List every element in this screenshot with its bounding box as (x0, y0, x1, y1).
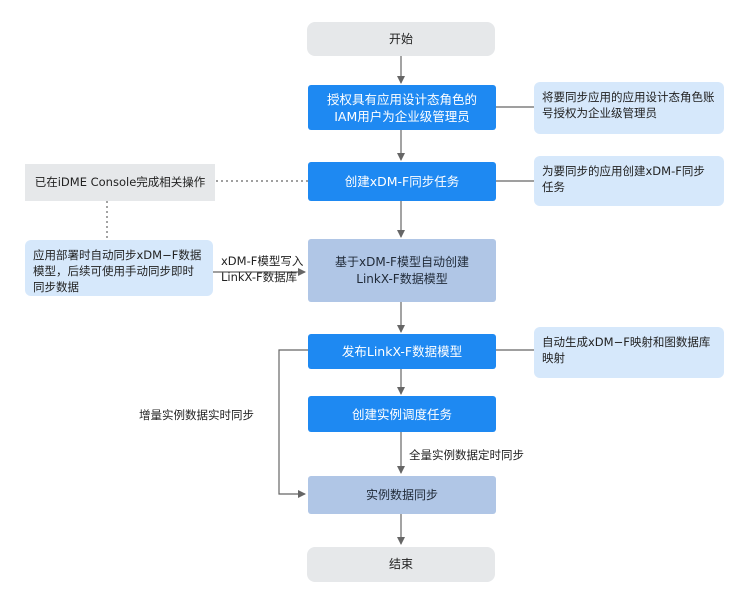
instance-sync-node: 实例数据同步 (308, 476, 496, 514)
end-label: 结束 (388, 557, 413, 571)
start-label: 开始 (388, 31, 413, 46)
create-sync-note-text: 为要同步的应用创建xDM-F同步任务 (542, 164, 705, 194)
write-db-label: xDM-F模型写入 LinkX-F数据库 (221, 237, 311, 285)
instance-sync-label: 实例数据同步 (365, 487, 438, 502)
publish-node: 发布LinkX-F数据模型 (308, 334, 496, 369)
auto-deploy-text: 应用部署时自动同步xDM−F数据模型，后续可使用手动同步即时同步数据 (33, 248, 202, 294)
auto-deploy-note: 应用部署时自动同步xDM−F数据模型，后续可使用手动同步即时同步数据 (25, 240, 213, 296)
authorize-label: 授权具有应用设计态角色的 IAM用户为企业级管理员 (326, 91, 477, 124)
authorize-node: 授权具有应用设计态角色的 IAM用户为企业级管理员 (308, 85, 496, 130)
schedule-label: 创建实例调度任务 (351, 406, 452, 422)
incremental-label: 增量实例数据实时同步 (139, 407, 279, 423)
authorize-note-text: 将要同步应用的应用设计态角色账号授权为企业级管理员 (542, 90, 715, 120)
create-sync-label: 创建xDM-F同步任务 (344, 174, 460, 189)
publish-label: 发布LinkX-F数据模型 (341, 344, 463, 359)
publish-note-text: 自动生成xDM−F映射和图数据库映射 (542, 335, 711, 365)
auto-model-label: 基于xDM-F模型自动创建 LinkX-F数据模型 (335, 254, 469, 286)
console-done-text: 已在iDME Console完成相关操作 (34, 175, 206, 189)
end-node: 结束 (307, 547, 495, 582)
console-done-note: 已在iDME Console完成相关操作 (25, 164, 215, 201)
start-node: 开始 (307, 22, 495, 56)
incremental-text: 增量实例数据实时同步 (139, 408, 254, 422)
publish-note: 自动生成xDM−F映射和图数据库映射 (534, 327, 724, 378)
full-sync-label: 全量实例数据定时同步 (409, 447, 569, 463)
edge-incremental-loop (278, 349, 308, 498)
create-sync-note: 为要同步的应用创建xDM-F同步任务 (534, 156, 724, 206)
auto-model-node: 基于xDM-F模型自动创建 LinkX-F数据模型 (308, 239, 496, 302)
schedule-node: 创建实例调度任务 (308, 396, 496, 432)
full-sync-text: 全量实例数据定时同步 (409, 448, 524, 462)
create-sync-node: 创建xDM-F同步任务 (308, 162, 496, 201)
write-db-text: xDM-F模型写入 LinkX-F数据库 (221, 254, 304, 284)
authorize-note: 将要同步应用的应用设计态角色账号授权为企业级管理员 (534, 82, 724, 134)
